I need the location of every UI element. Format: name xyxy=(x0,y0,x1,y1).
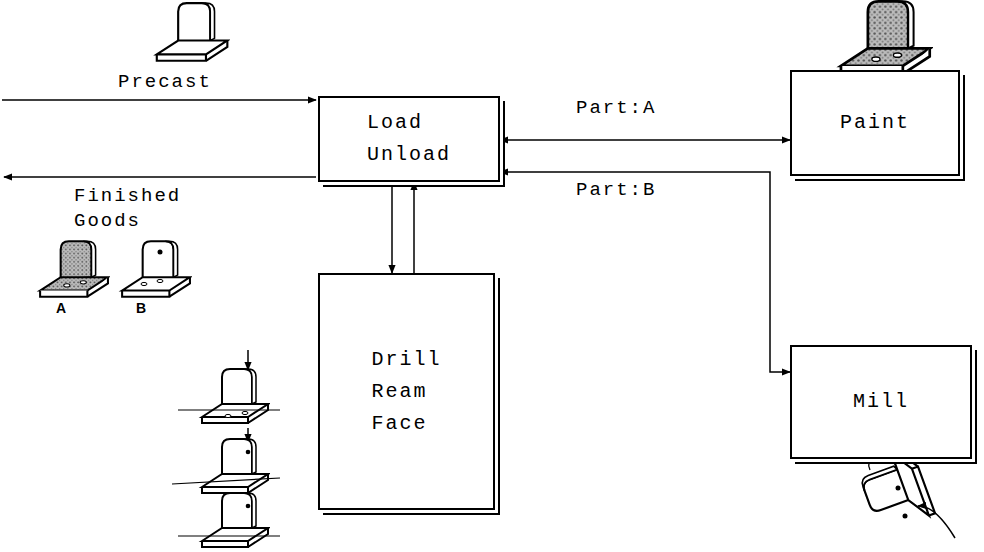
station-box: Drill Ream Face xyxy=(318,273,495,510)
part-name: A xyxy=(54,299,68,317)
station-box: Load Unload xyxy=(318,96,500,182)
flow-arrow xyxy=(413,182,415,273)
station-box: Paint xyxy=(790,70,960,176)
flow-arrow xyxy=(500,139,790,141)
flow-label: Precast xyxy=(116,70,214,95)
edge-label: Part:B xyxy=(574,178,658,203)
edge-label: Part:A xyxy=(574,96,658,121)
flow-arrow xyxy=(391,182,393,273)
station-label: Load Unload xyxy=(367,107,451,171)
station-box: Mill xyxy=(790,345,972,459)
part-name: B xyxy=(134,299,148,317)
flow-arrow xyxy=(500,172,790,372)
station-label: Paint xyxy=(840,107,910,139)
station-label: Drill Ream Face xyxy=(371,344,441,440)
station-label: Mill xyxy=(853,386,909,418)
flow-label: Finished Goods xyxy=(72,184,183,233)
